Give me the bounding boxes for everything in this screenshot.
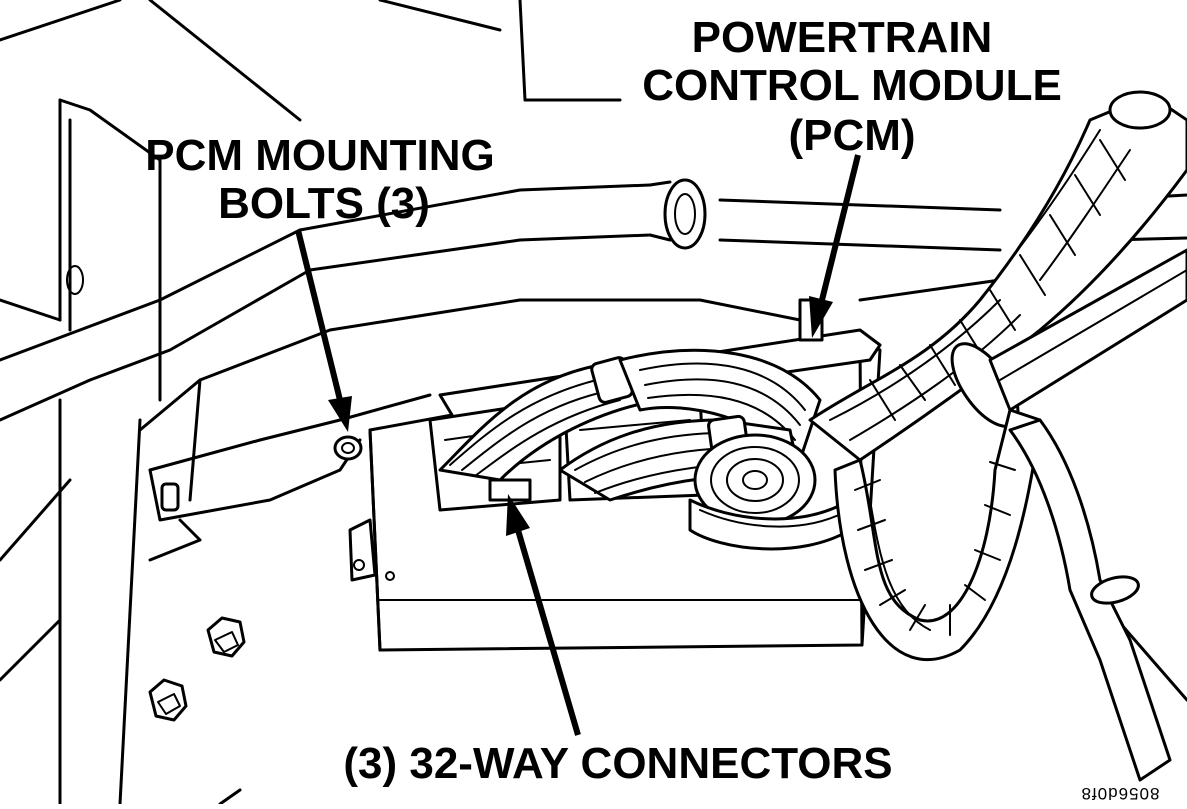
panel-bolts — [66, 265, 246, 722]
label-pcm-line1: POWERTRAIN — [692, 13, 993, 62]
bolts-arrowhead-icon — [328, 396, 352, 432]
pcm-mounting-bolt-icon — [333, 435, 363, 461]
main-wire-harness — [808, 90, 1187, 782]
tube-grommet — [648, 178, 707, 250]
leader-arrows — [295, 154, 861, 736]
pcm-arrowhead-icon — [809, 296, 833, 338]
bolts-leader-line — [295, 229, 343, 401]
figure-code: 8056d0f8 — [1081, 784, 1160, 803]
connector-wire-bundles — [438, 348, 852, 551]
connectors-leader-line — [515, 529, 581, 736]
label-pcm-line3: (PCM) — [788, 111, 915, 160]
label-connectors: (3) 32-WAY CONNECTORS — [343, 739, 892, 788]
label-mounting-bolts: PCM MOUNTING BOLTS (3) — [145, 131, 495, 228]
label-bolts-line1: PCM MOUNTING — [145, 131, 495, 180]
label-pcm-line2: CONTROL MODULE — [642, 61, 1062, 110]
pcm-leader-line — [819, 154, 861, 301]
label-bolts-line2: BOLTS (3) — [218, 179, 430, 228]
connectors-arrowhead-icon — [506, 494, 530, 536]
label-pcm: POWERTRAIN CONTROL MODULE (PCM) — [642, 13, 1062, 160]
hex-bolt-icon — [148, 678, 188, 722]
